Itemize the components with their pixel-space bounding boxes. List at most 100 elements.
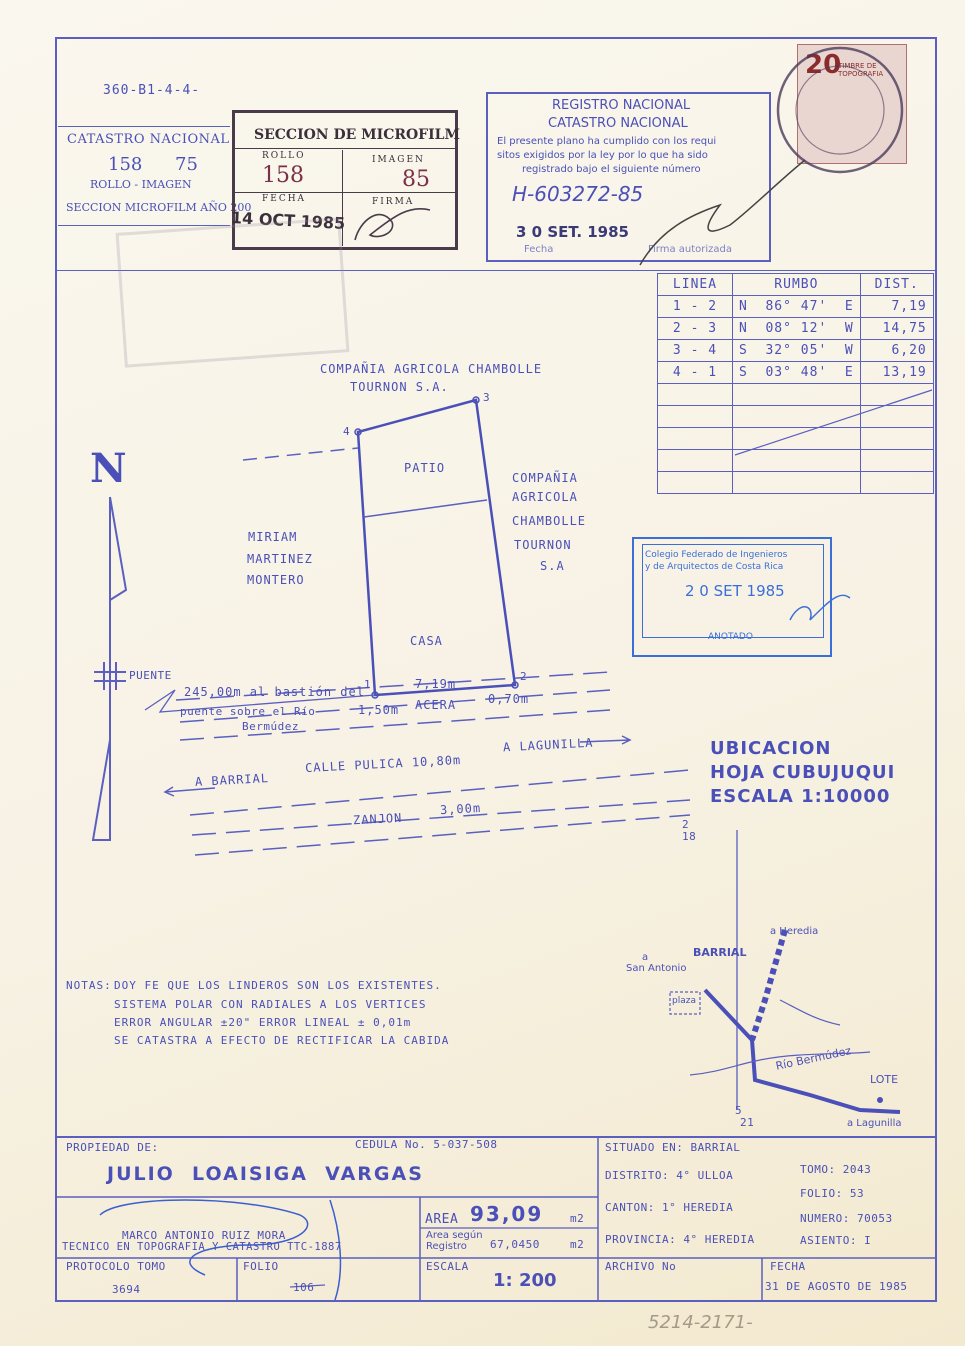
street-line xyxy=(179,709,611,741)
rumbo-header-rumbo: RUMBO xyxy=(732,273,861,296)
microfilm-firma-label: FIRMA xyxy=(372,197,415,207)
west-owner-2: MARTINEZ xyxy=(247,552,313,566)
map-a-heredia: a Heredia xyxy=(770,926,819,937)
ubicacion-title-2: HOJA CUBUJUQUI xyxy=(710,762,896,783)
zanjon-label: ZANJON xyxy=(352,810,403,828)
folio-registro: FOLIO: 53 xyxy=(800,1187,865,1200)
vertex-point xyxy=(511,681,519,689)
rumbo-cell xyxy=(657,471,733,494)
map-river xyxy=(689,1051,871,1076)
patio-label: PATIO xyxy=(404,461,446,475)
north-owner-2: TOURNON S.A. xyxy=(350,380,449,394)
microfilm-divider-1 xyxy=(234,148,456,149)
front-distance: 7,19m xyxy=(415,677,457,691)
rumbo-cell: N 86° 47' E xyxy=(732,295,861,318)
map-plaza xyxy=(669,991,701,1015)
colegio-stamp xyxy=(632,537,832,657)
provincia: PROVINCIA: 4° HEREDIA xyxy=(605,1233,755,1246)
rumbo-header-row: LINEA RUMBO DIST. xyxy=(657,273,934,296)
vertex-point xyxy=(472,396,480,404)
table-row: 3 - 4 S 32° 05' W 6,20 xyxy=(657,339,934,362)
vertex-1-label: 1 xyxy=(364,678,372,691)
zanjon-width: 3,00m xyxy=(439,800,482,818)
microfilm-rollo: 158 xyxy=(262,163,304,188)
folio-strike xyxy=(289,1284,326,1288)
lot-boundary xyxy=(356,398,517,697)
bastion-line-3: Bermúdez xyxy=(242,720,299,733)
microfilm-imagen-label: IMAGEN xyxy=(372,155,425,165)
street-line xyxy=(179,689,611,723)
rumbo-cell: 6,20 xyxy=(859,339,934,362)
folio-value: 106 xyxy=(293,1281,315,1294)
microfilm-divider-v xyxy=(342,150,343,246)
area-registro: 67,0450 xyxy=(490,1238,540,1251)
area-segun-label-2: Registro xyxy=(426,1241,467,1252)
street-line xyxy=(191,799,691,836)
registro-title-2: CATASTRO NACIONAL xyxy=(548,116,688,131)
table-row xyxy=(657,427,934,450)
catastro-rollo-imagen-label: ROLLO - IMAGEN xyxy=(90,178,192,191)
map-river-2 xyxy=(779,999,841,1026)
map-grid-bot-b: 21 xyxy=(740,1116,755,1129)
owner-name: JULIO LOAISIGA VARGAS xyxy=(107,1163,424,1185)
colegio-signature xyxy=(789,594,851,621)
bastion-line-2: puente sobre el Río xyxy=(180,705,316,718)
outer-frame xyxy=(55,37,937,1302)
ubicacion-title-1: UBICACION xyxy=(710,738,832,759)
north-label: N xyxy=(90,445,127,492)
bridge-symbol xyxy=(94,662,126,690)
rumbo-cell: 14,75 xyxy=(859,317,934,340)
north-owner-1: COMPAÑIA AGRICOLA CHAMBOLLE xyxy=(320,362,543,376)
street-line xyxy=(189,769,691,816)
distrito: DISTRITO: 4° ULLOA xyxy=(605,1169,734,1182)
timbre-text: TIMBRE DE TOPOGRAFIA xyxy=(838,62,884,78)
microfilm-imagen: 85 xyxy=(402,167,430,192)
rumbo-table: LINEA RUMBO DIST. 1 - 2 N 86° 47' E 7,19… xyxy=(657,273,934,494)
notas-line-4: SE CATASTRA A EFECTO DE RECTIFICAR LA CA… xyxy=(114,1034,450,1047)
colegio-line-2: y de Arquitectos de Costa Rica xyxy=(645,562,784,572)
table-row: 1 - 2 N 86° 47' E 7,19 xyxy=(657,295,934,318)
protocolo-value: 3694 xyxy=(112,1283,141,1296)
casa-label: CASA xyxy=(410,634,443,648)
fecha-value: 31 DE AGOSTO DE 1985 xyxy=(765,1280,908,1293)
postmark-inner-circle xyxy=(795,65,885,155)
vertex-4-label: 4 xyxy=(343,425,351,438)
vertex-point xyxy=(354,428,362,436)
rumbo-cancel-line xyxy=(734,389,933,456)
catastro-title: CATASTRO NACIONAL xyxy=(67,132,230,147)
east-owner-2: AGRICOLA xyxy=(512,490,578,504)
rumbo-cell xyxy=(859,471,934,494)
registro-title-1: REGISTRO NACIONAL xyxy=(552,98,691,113)
timbre-stamp xyxy=(797,44,907,164)
situado: SITUADO EN: BARRIAL xyxy=(605,1141,741,1154)
colegio-date: 2 0 SET 1985 xyxy=(685,582,785,600)
propiedad-label: PROPIEDAD DE: xyxy=(66,1141,159,1154)
west-neighbor-line xyxy=(242,447,359,461)
microfilm-fecha-label: FECHA xyxy=(262,194,307,204)
map-plaza: plaza xyxy=(672,996,696,1006)
registro-date: 3 0 SET. 1985 xyxy=(516,223,629,241)
escala-value: 1: 200 xyxy=(493,1270,557,1291)
ubicacion-title-3: ESCALA 1:10000 xyxy=(710,786,891,807)
colegio-line-1: Colegio Federado de Ingenieros xyxy=(645,550,788,560)
notas-line-3: ERROR ANGULAR ±20" ERROR LINEAL ± 0,01m xyxy=(114,1016,412,1029)
acera-label: ACERA xyxy=(415,698,457,712)
colegio-stamp-inner xyxy=(642,544,824,638)
postmark-circle xyxy=(776,46,904,174)
rumbo-cell: S 03° 48' E xyxy=(732,361,861,384)
registro-fecha-label: Fecha xyxy=(524,244,554,255)
west-owner-3: MONTERO xyxy=(247,573,305,587)
street-line xyxy=(194,814,691,856)
puente-label: PUENTE xyxy=(129,669,172,682)
acera-left-distance: 1,50m xyxy=(358,703,400,717)
east-owner-1: COMPAÑIA xyxy=(512,471,578,485)
a-lagunilla-arrow xyxy=(579,735,632,745)
rumbo-cell: 3 - 4 xyxy=(657,339,733,362)
registro-text-1: El presente plano ha cumplido con los re… xyxy=(497,136,717,147)
bastion-line-1: 245,00m al bastión del xyxy=(184,685,365,699)
header-divider xyxy=(56,270,936,271)
archivo-label: ARCHIVO No xyxy=(605,1260,677,1273)
north-arrow-head xyxy=(109,496,128,601)
